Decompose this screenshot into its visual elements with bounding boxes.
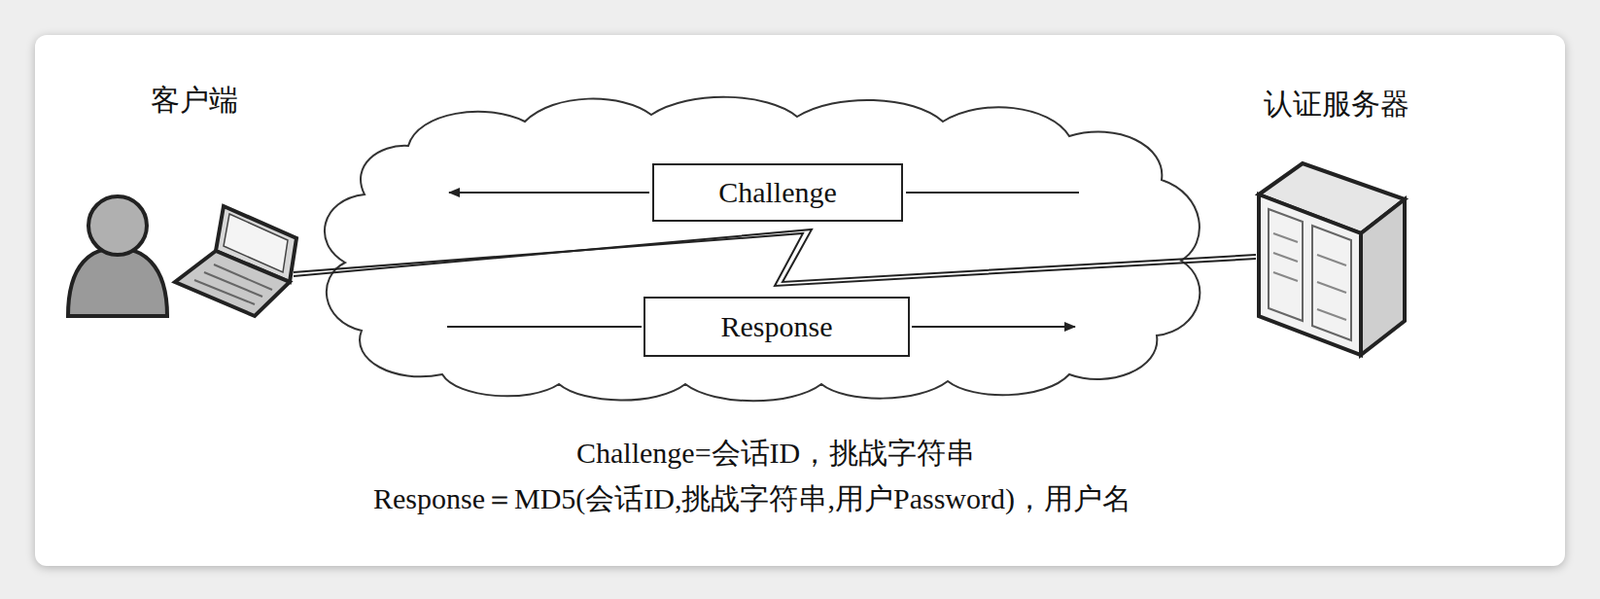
client-label: 客户端 <box>150 80 239 121</box>
caption-line: Response＝MD5(会话ID,挑战字符串,用户Password)，用户名 <box>373 479 1132 520</box>
user-icon <box>68 196 168 316</box>
server-icon <box>1258 163 1405 355</box>
arrow-line <box>911 325 1076 328</box>
network-cloud <box>324 97 1200 401</box>
laptop-icon <box>174 206 297 316</box>
box-text: Challenge <box>718 175 837 209</box>
box-text: Response <box>721 310 834 344</box>
message-box: Response <box>643 296 910 357</box>
message-box: Challenge <box>652 163 904 222</box>
caption-line: Challenge=会话ID，挑战字符串 <box>576 433 975 474</box>
arrow-line <box>905 191 1079 194</box>
arrow-line <box>447 325 642 328</box>
server-label: 认证服务器 <box>1263 84 1410 125</box>
network-link <box>293 229 1256 282</box>
arrow-line <box>449 191 650 194</box>
network-link <box>293 233 1256 286</box>
